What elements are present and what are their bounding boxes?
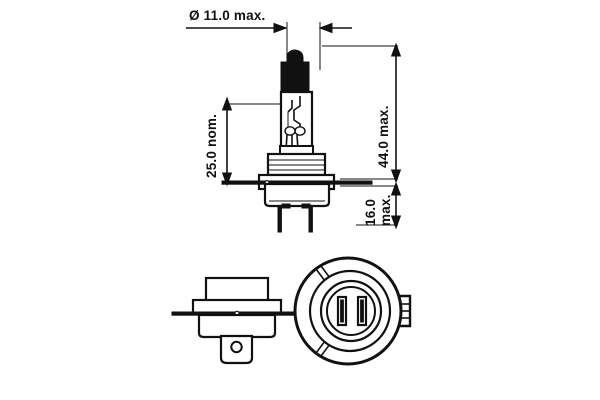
bulb-black-tip	[280, 49, 310, 93]
side-view-tab-hole	[230, 340, 243, 354]
dimension-label-base-height-value: 16.0	[363, 199, 378, 226]
dimension-label-light-centre-length: 25.0 nom.	[204, 114, 219, 178]
side-view-boss	[204, 276, 270, 304]
terminal-pins	[277, 205, 313, 233]
base-end-view	[293, 256, 412, 366]
side-view-bottom-tab	[219, 334, 254, 365]
base-collar	[266, 152, 327, 177]
base-side-view	[171, 276, 303, 365]
end-view-contact-blade-left	[340, 299, 344, 323]
dimension-overall-height-max	[322, 42, 402, 184]
main-elevation-view	[221, 49, 373, 233]
base-skirt	[263, 182, 331, 208]
filament-assembly	[284, 96, 306, 151]
dimension-label-diameter-max: Ø 11.0 max.	[189, 8, 266, 23]
end-view-contact-blade-right	[360, 299, 364, 323]
end-view-contact-slots	[336, 295, 368, 327]
terminal-pin-left	[277, 205, 282, 233]
dimension-label-overall-height-max: 44.0 max.	[376, 105, 391, 168]
contact-nub-left	[281, 203, 291, 209]
envelope-pinch	[279, 145, 314, 155]
terminal-pin-right	[308, 205, 313, 233]
end-view-ring-inner	[326, 286, 376, 336]
dimension-base-height-max	[340, 181, 402, 230]
dimension-diameter-max	[186, 22, 352, 70]
dimension-label-base-height-qualifier: max.	[378, 194, 393, 226]
filament-coil-left	[284, 126, 296, 136]
side-view-skirt	[197, 313, 277, 339]
filament-coil-right	[294, 126, 306, 136]
